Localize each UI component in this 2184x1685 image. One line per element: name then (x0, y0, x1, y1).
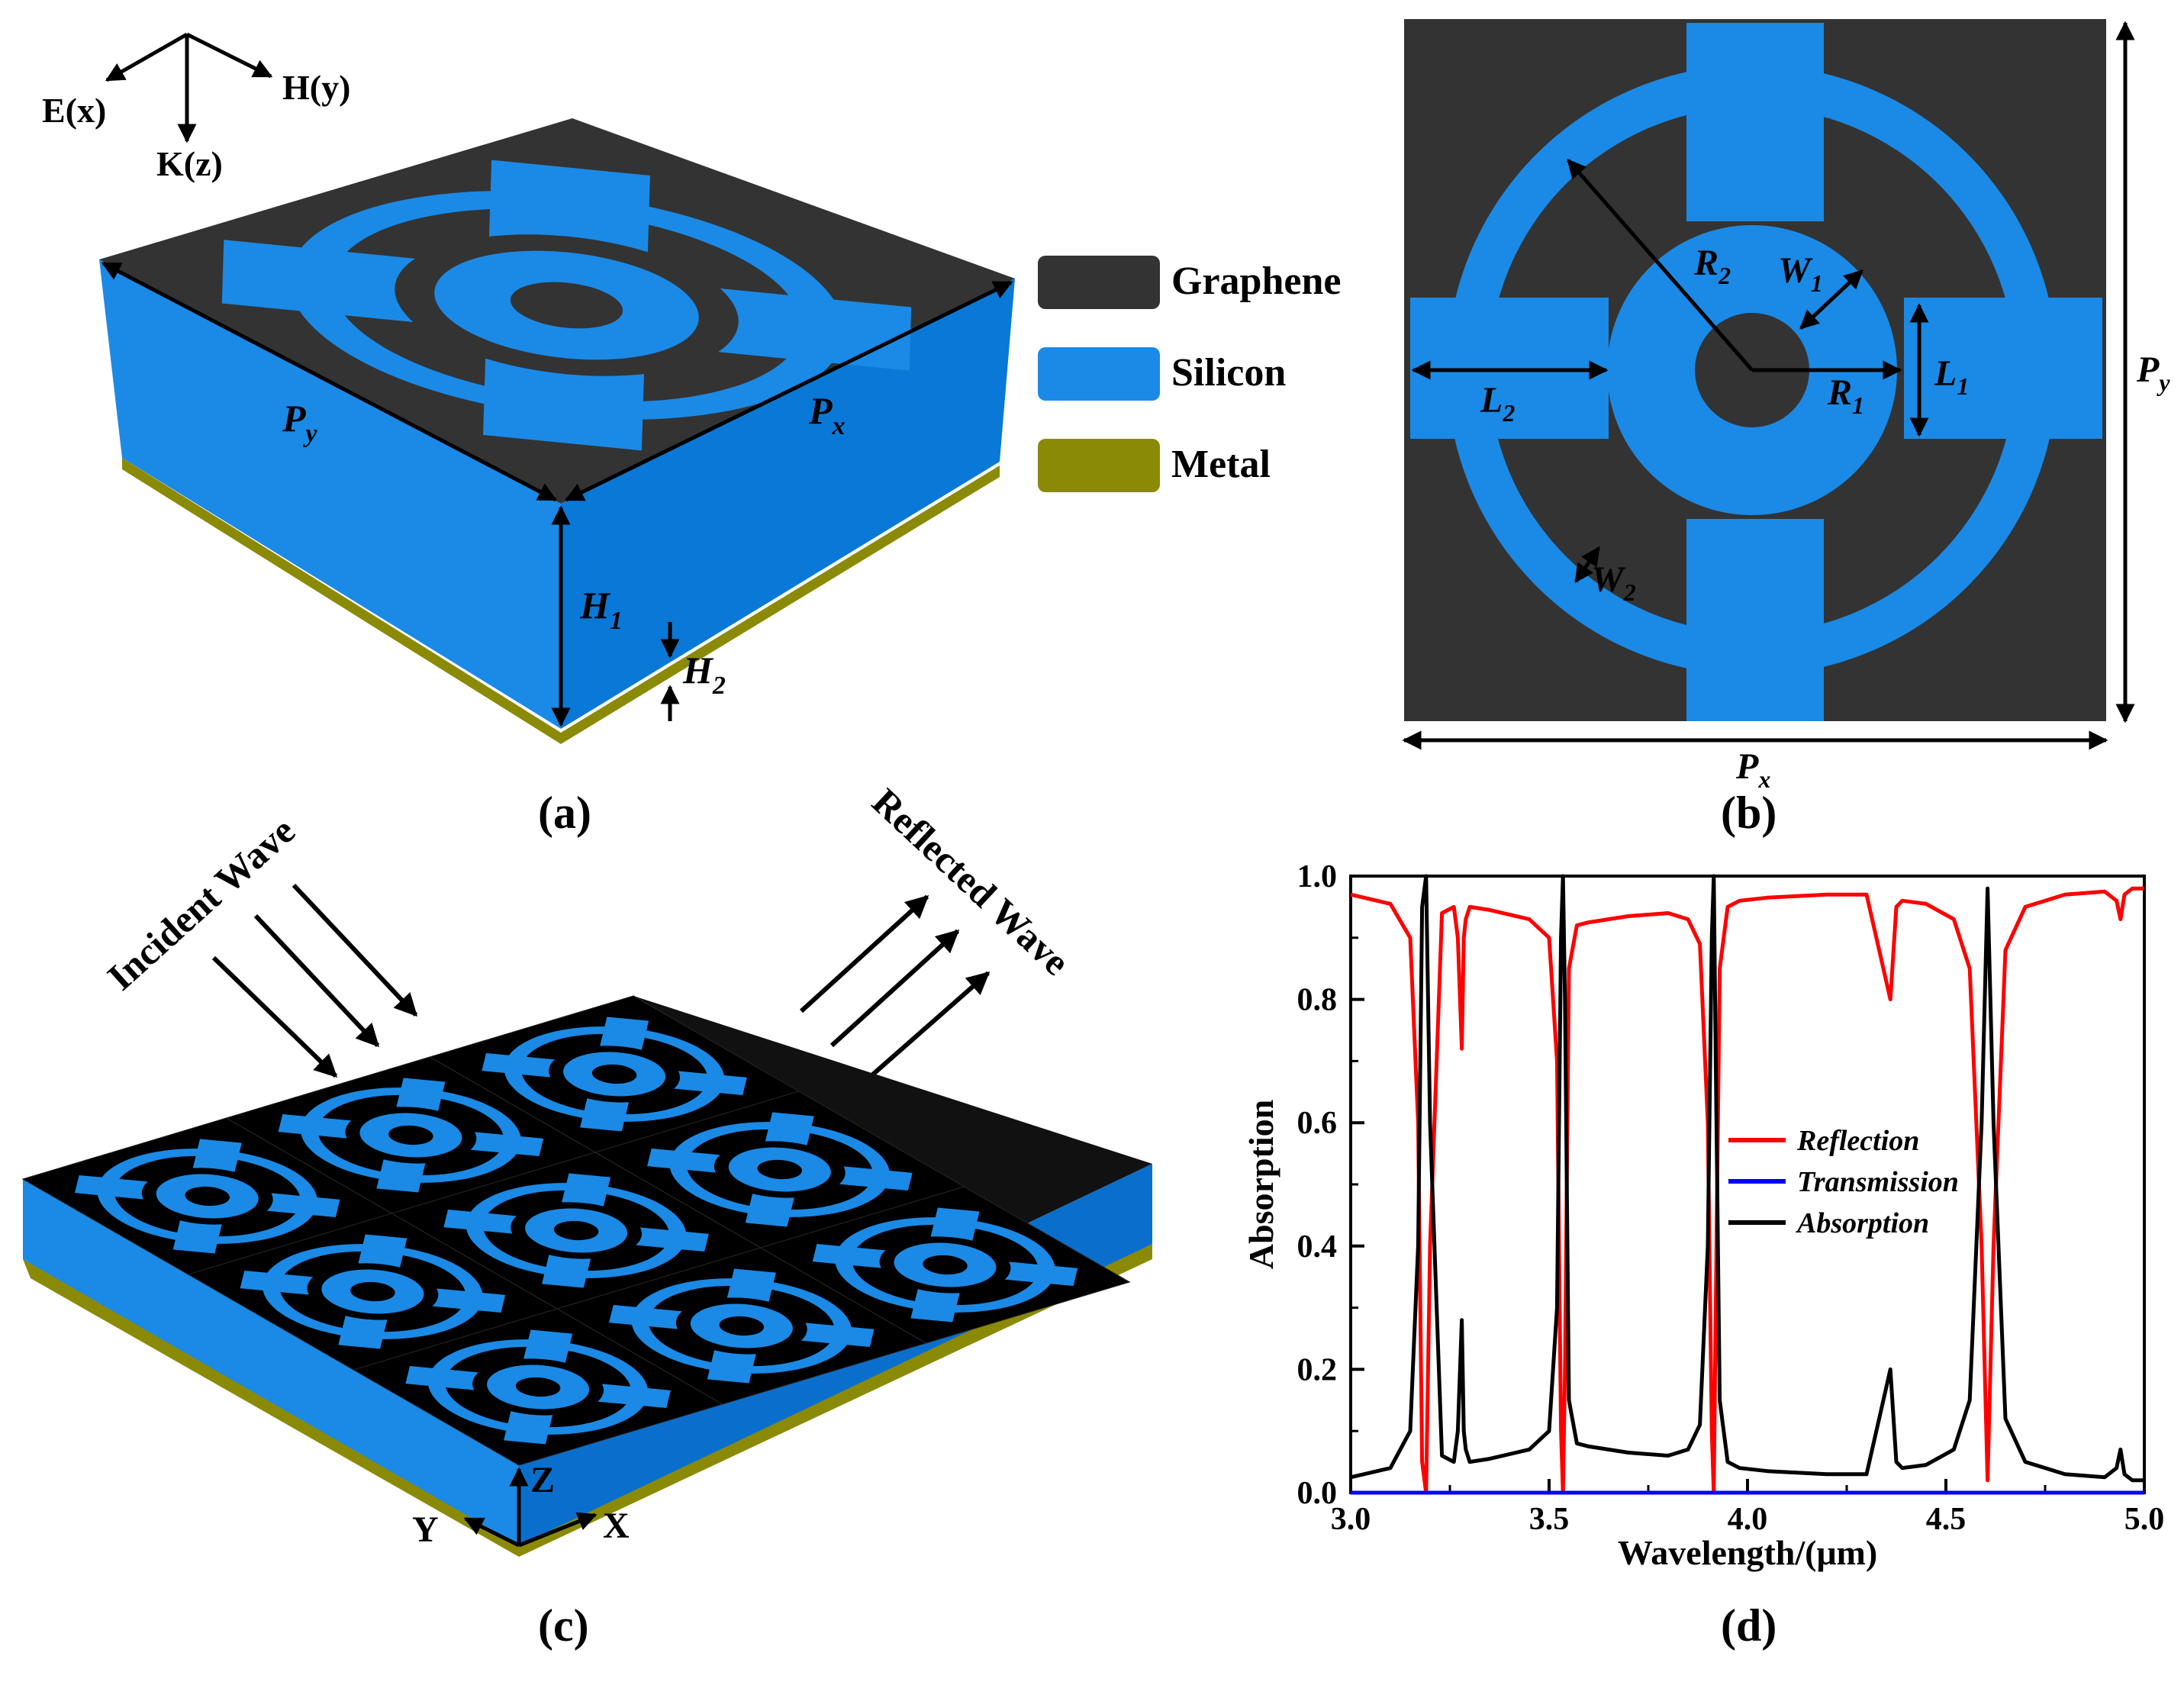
legend-label-metal: Metal (1171, 443, 1271, 486)
series-reflection-line (1350, 886, 2144, 1495)
legend-swatch-metal (1038, 439, 1160, 492)
reflected-wave-arrows (799, 894, 991, 1086)
legend-label-transmission: Transmission (1797, 1166, 1959, 1198)
r1-label: R1 (1827, 372, 1864, 419)
array-coordinate-axes: Z Y X (412, 1460, 630, 1550)
axis-h-label: H(y) (282, 68, 350, 107)
y-tick-label: 0.2 (1297, 1352, 1338, 1387)
py-label: Py (2136, 350, 2170, 396)
dim-h1-label: H1 (579, 584, 623, 635)
caption-d: (d) (1721, 1600, 1777, 1651)
array-unit-cell (187, 1213, 559, 1371)
x-tick-label: 3.5 (1529, 1502, 1570, 1537)
x-tick-label: 4.0 (1728, 1502, 1768, 1537)
chart-series (1350, 874, 2144, 1495)
y-tick-label: 0.4 (1297, 1229, 1338, 1265)
axis-y-label: Y (412, 1509, 439, 1550)
axis-k-label: K(z) (156, 144, 223, 183)
array-unit-cell (428, 995, 800, 1153)
array-unit-cell (759, 1186, 1131, 1344)
y-tick-label: 0.6 (1297, 1106, 1338, 1141)
chart-legend: Reflection Transmission Absorption (1728, 1125, 1959, 1239)
axis-e-label: E(x) (42, 91, 106, 130)
array-unit-cell (556, 1247, 927, 1405)
legend-swatch-graphene (1038, 256, 1160, 309)
w2-label: W2 (1591, 559, 1636, 606)
array-top-face (21, 995, 1152, 1466)
array-unit-cell (390, 1152, 762, 1310)
incident-wave-arrows (211, 883, 418, 1078)
x-tick-label: 5.0 (2124, 1502, 2165, 1537)
caption-b: (b) (1721, 788, 1777, 838)
legend-label-graphene: Graphene (1171, 259, 1341, 303)
panel-c: Incident Wave Reflected Wave Z Y X (c) (21, 780, 1152, 1651)
y-tick-label: 0.8 (1297, 983, 1338, 1018)
array-unit-cell (21, 1117, 393, 1275)
r2-label: R2 (1693, 243, 1731, 289)
l2-label: L2 (1480, 380, 1515, 427)
chart-axes: 3.0 3.5 4.0 4.5 5.0 0.0 0.2 0.4 0.6 0.8 1.0 (1297, 859, 2165, 1537)
caption-a: (a) (538, 788, 591, 838)
x-axis-title: Wavelength/(μm) (1618, 1533, 1877, 1572)
panel-a: E(x) H(y) K(z) (42, 32, 1015, 838)
legend-label-reflection: Reflection (1796, 1125, 1919, 1157)
array-unit-cell (352, 1308, 724, 1466)
array-unit-cell (225, 1056, 597, 1214)
caption-c: (c) (538, 1600, 589, 1651)
legend-label-silicon: Silicon (1171, 351, 1286, 395)
legend-swatch-silicon (1038, 347, 1160, 401)
y-tick-label: 1.0 (1297, 859, 1338, 894)
y-axis-title: Absorption (1242, 1100, 1280, 1269)
incident-wave-label: Incident Wave (99, 809, 303, 998)
array-unit-cell (594, 1091, 965, 1248)
series-absorption-line (1350, 874, 2144, 1483)
l1-label: L1 (1934, 353, 1969, 400)
w1-label: W1 (1778, 250, 1823, 297)
chart-frame (1349, 875, 2146, 1494)
array-silicon-left (23, 1179, 519, 1545)
coordinate-axes: E(x) H(y) K(z) (42, 32, 350, 183)
x-tick-label: 3.0 (1331, 1502, 1371, 1537)
x-tick-label: 4.5 (1926, 1502, 1967, 1537)
material-legend: Graphene Silicon Metal (1038, 256, 1341, 492)
reflected-wave-label: Reflected Wave (864, 780, 1078, 984)
dim-py-label: Py (282, 397, 318, 448)
dim-h2-label: H2 (682, 649, 726, 700)
axis-z-label: Z (530, 1460, 555, 1500)
y-tick-label: 0.0 (1297, 1476, 1338, 1511)
px-label: Px (1735, 746, 1770, 793)
array-metal-layer (23, 1259, 519, 1557)
axis-x-label: X (603, 1506, 630, 1546)
panel-b: R2 W1 L1 L2 R1 W2 Py Px (b) (1402, 19, 2170, 838)
legend-label-absorption: Absorption (1796, 1207, 1929, 1239)
panel-d: 3.0 3.5 4.0 4.5 5.0 0.0 0.2 0.4 0.6 0.8 1.0 Absorp… (1242, 859, 2164, 1651)
dim-px-label: Px (808, 389, 846, 440)
